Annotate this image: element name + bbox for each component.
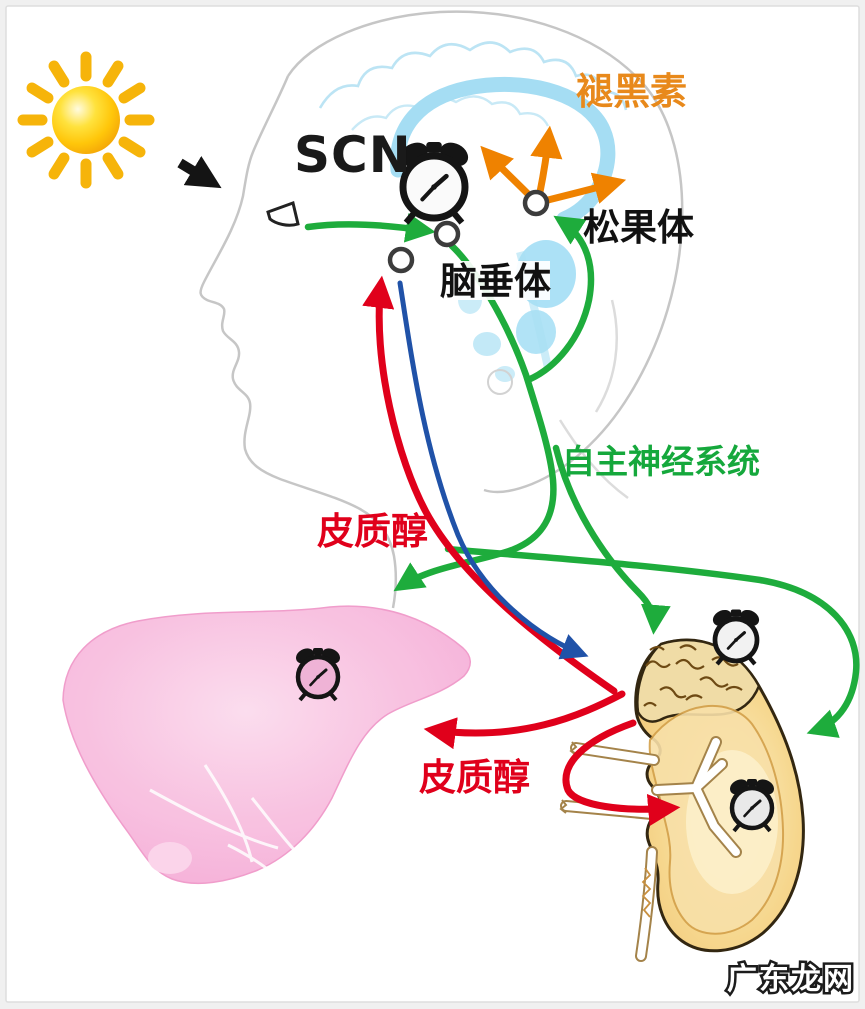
scn-node <box>433 220 461 248</box>
light-input-arrow <box>177 156 222 189</box>
cortisol-to-liver-arrow <box>423 690 626 750</box>
autonomic-pathway-arrows <box>304 212 860 738</box>
melatonin-arrow-up <box>530 125 563 196</box>
watermark: 广东龙网 <box>727 962 855 997</box>
liver-lobe-highlight <box>148 842 192 874</box>
pituitary-node <box>387 246 415 274</box>
pituitary-label-background <box>434 261 550 300</box>
cortisol-to-kidney-arrow <box>562 719 681 827</box>
retina-to-scn-arrow <box>304 212 436 243</box>
pineal-label: 松果体 <box>583 206 694 249</box>
melatonin-arrow-upleft <box>480 145 534 200</box>
pituitary-to-adrenal-arrow <box>397 280 589 660</box>
pituitary-label: 脑垂体 <box>440 260 551 303</box>
autonomic-sweep-arrow <box>444 545 860 738</box>
scn-to-adrenal-arrow <box>552 444 671 635</box>
melatonin-label: 褪黑素 <box>576 70 687 113</box>
eye-icon <box>266 201 300 227</box>
cortisol-to-brain-arrow <box>362 275 618 695</box>
autonomic-label: 自主神经系统 <box>562 442 760 481</box>
cortisol-upper-label: 皮质醇 <box>317 510 428 553</box>
adrenal-texture <box>643 644 743 707</box>
scn-to-liver-arrow <box>393 242 557 592</box>
scn-to-pineal-arrow <box>524 215 595 384</box>
scn-label: SCN <box>294 126 412 184</box>
melatonin-arrows <box>480 125 627 204</box>
sun-icon <box>17 51 155 189</box>
liver-illustration <box>62 605 471 885</box>
head-profile <box>199 10 684 609</box>
cortisol-lower-label: 皮质醇 <box>419 756 530 799</box>
liver-vessels <box>149 764 302 882</box>
melatonin-arrow-right <box>544 172 627 204</box>
cortisol-arrows <box>362 275 681 827</box>
pineal-node <box>522 189 550 217</box>
